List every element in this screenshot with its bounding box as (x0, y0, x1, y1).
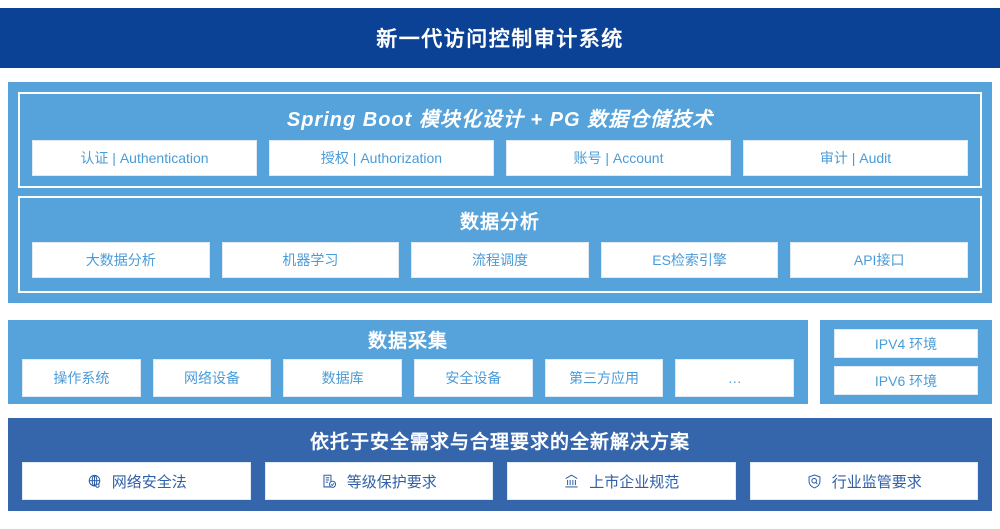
card-label: … (727, 370, 742, 386)
card-database[interactable]: 数据库 (283, 359, 403, 397)
card-es-search-engine[interactable]: ES检索引擎 (600, 242, 779, 278)
card-network-device[interactable]: 网络设备 (152, 359, 272, 397)
card-label: 网络安全法 (111, 473, 187, 491)
solution-card-row: 网络安全法 等级保护要求 (8, 462, 992, 512)
card-authentication[interactable]: 认证 | Authentication (32, 140, 257, 176)
data-collection-title: 数据采集 (367, 331, 448, 352)
card-operating-system[interactable]: 操作系统 (22, 359, 141, 397)
card-api-interface[interactable]: API接口 (790, 242, 968, 278)
card-cybersecurity-law[interactable]: 网络安全法 (22, 462, 251, 500)
data-analysis-card-row: 大数据分析 机器学习 流程调度 ES检索引擎 API接口 (20, 242, 980, 290)
card-label: 上市企业规范 (589, 473, 680, 491)
bank-icon (563, 473, 580, 490)
card-label: 审计 | Audit (819, 150, 892, 166)
solution-title: 依托于安全需求与合理要求的全新解决方案 (309, 432, 690, 453)
card-label: 安全设备 (445, 370, 502, 386)
shield-search-icon (806, 473, 823, 490)
card-label: 行业监管要求 (831, 473, 922, 491)
platform-panel: Spring Boot 模块化设计 + PG 数据仓储技术 认证 | Authe… (8, 82, 992, 303)
card-account[interactable]: 账号 | Account (506, 140, 731, 176)
environment-panel: IPV4 环境 IPV6 环境 (820, 320, 992, 404)
card-industry-regulation[interactable]: 行业监管要求 (749, 462, 978, 500)
card-machine-learning[interactable]: 机器学习 (221, 242, 400, 278)
card-label: 机器学习 (282, 252, 339, 268)
card-label: 账号 | Account (573, 150, 664, 166)
card-label: 大数据分析 (85, 252, 156, 268)
data-collection-panel: 数据采集 操作系统 网络设备 数据库 安全设备 第三方应用 … (8, 320, 808, 404)
document-check-icon (321, 473, 338, 490)
card-label: IPV6 环境 (874, 372, 938, 389)
card-authorization[interactable]: 授权 | Authorization (269, 140, 494, 176)
springboot-group: Spring Boot 模块化设计 + PG 数据仓储技术 认证 | Authe… (18, 92, 982, 188)
page-title: 新一代访问控制审计系统 (376, 28, 624, 51)
card-audit[interactable]: 审计 | Audit (743, 140, 968, 176)
data-collection-card-row: 操作系统 网络设备 数据库 安全设备 第三方应用 … (8, 359, 808, 407)
card-label: IPV4 环境 (874, 335, 938, 352)
card-ipv4-environment[interactable]: IPV4 环境 (834, 329, 978, 358)
card-classified-protection[interactable]: 等级保护要求 (264, 462, 493, 500)
solution-panel: 依托于安全需求与合理要求的全新解决方案 网络安全法 (8, 418, 992, 511)
card-label: 数据库 (321, 370, 364, 386)
card-third-party-app[interactable]: 第三方应用 (544, 359, 664, 397)
data-analysis-group: 数据分析 大数据分析 机器学习 流程调度 ES检索引擎 API接口 (18, 196, 982, 293)
springboot-card-row: 认证 | Authentication 授权 | Authorization 账… (20, 140, 980, 188)
page-header: 新一代访问控制审计系统 (0, 8, 1000, 68)
card-label: API接口 (853, 252, 905, 268)
card-label: 流程调度 (471, 252, 528, 268)
data-collection-inner: 数据采集 操作系统 网络设备 数据库 安全设备 第三方应用 … (8, 320, 808, 404)
card-ipv6-environment[interactable]: IPV6 环境 (834, 366, 978, 395)
springboot-group-title: Spring Boot 模块化设计 + PG 数据仓储技术 (286, 109, 714, 131)
card-security-device[interactable]: 安全设备 (414, 359, 533, 397)
card-label: 操作系统 (53, 370, 110, 386)
card-label: 第三方应用 (569, 370, 640, 386)
card-listed-company-standard[interactable]: 上市企业规范 (507, 462, 736, 500)
globe-icon (86, 473, 103, 490)
card-label: 等级保护要求 (346, 473, 437, 491)
card-process-scheduling[interactable]: 流程调度 (411, 242, 589, 278)
card-label: 认证 | Authentication (80, 150, 209, 166)
card-more[interactable]: … (675, 359, 795, 397)
card-label: ES检索引擎 (652, 252, 727, 268)
card-label: 授权 | Authorization (320, 150, 443, 166)
card-big-data-analysis[interactable]: 大数据分析 (32, 242, 210, 278)
card-label: 网络设备 (184, 370, 240, 386)
data-analysis-group-title: 数据分析 (459, 212, 540, 233)
